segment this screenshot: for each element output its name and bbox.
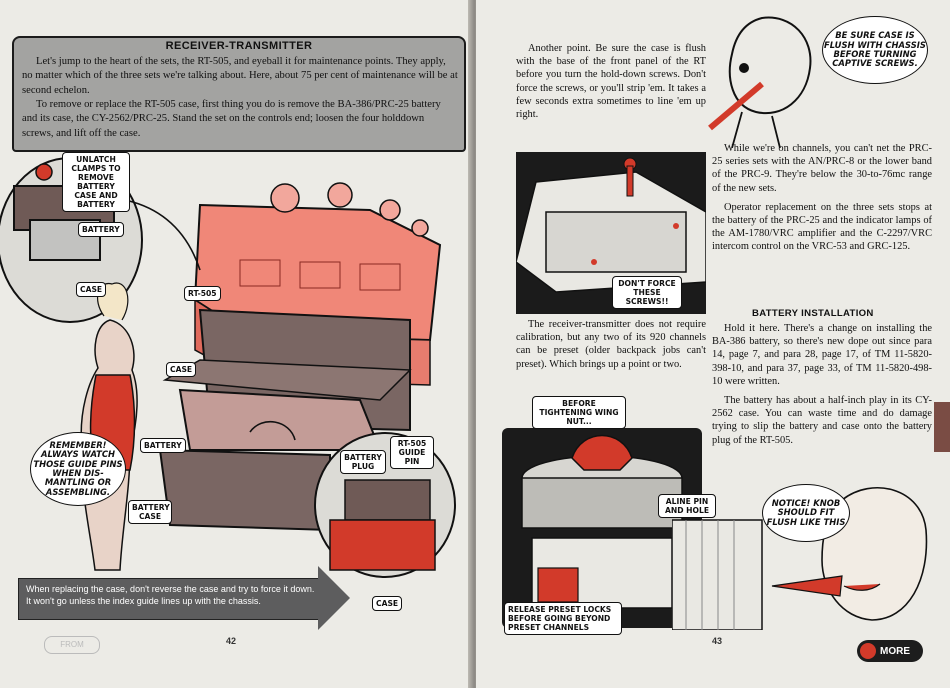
before-tightening-wing-nut-label: BEFORE TIGHTENING WING NUT... bbox=[532, 396, 626, 429]
page-number-left: 42 bbox=[226, 636, 237, 646]
case-bottom-label: CASE bbox=[372, 596, 403, 611]
intro-panel: RECEIVER-TRANSMITTER Let's jump to the h… bbox=[12, 36, 466, 152]
case-removal-paragraph: To remove or replace the RT-505 case, fi… bbox=[22, 99, 441, 139]
wing-nut-illustration bbox=[502, 428, 702, 628]
case-replacement-caption: When replacing the case, don't reverse t… bbox=[26, 584, 315, 606]
knob-flush-speech-bubble: NOTICE! KNOB SHOULD FIT FLUSH LIKE THIS bbox=[762, 484, 850, 542]
battery-plug-label: BATTERY PLUG bbox=[340, 450, 386, 474]
left-page: RECEIVER-TRANSMITTER Let's jump to the h… bbox=[0, 0, 472, 688]
column-right-1: While we're on channels, you can't net t… bbox=[712, 142, 932, 254]
radio-illustration bbox=[0, 157, 456, 578]
dont-force-screws-label: DON'T FORCE THESE SCREWS!! bbox=[612, 276, 682, 309]
flush-case-paragraph: Another point. Be sure the case is flush… bbox=[516, 43, 706, 121]
case-small-label: CASE bbox=[76, 282, 107, 297]
intro-paragraph: Let's jump to the heart of the sets, the… bbox=[22, 56, 458, 96]
battery-play-paragraph: The battery has about a half-inch play i… bbox=[712, 395, 932, 446]
battery-label: BATTERY bbox=[140, 438, 186, 453]
page-number-right: 43 bbox=[712, 636, 723, 646]
flush-case-speech-bubble: BE SURE CASE IS FLUSH WITH CHASSIS BEFOR… bbox=[822, 16, 928, 84]
channels-paragraph: While we're on channels, you can't net t… bbox=[712, 143, 932, 194]
from-nav-link[interactable]: FROM bbox=[44, 636, 100, 654]
column-right-2: Hold it here. There's a change on instal… bbox=[712, 322, 932, 447]
battery-small-label: BATTERY bbox=[78, 222, 124, 237]
receiver-transmitter-paragraph: The receiver-transmitter does not requir… bbox=[516, 319, 706, 370]
page-edge-tab bbox=[934, 402, 950, 452]
battery-case-label: BATTERY CASE bbox=[128, 500, 172, 524]
arrow-icon bbox=[860, 643, 876, 659]
aline-pin-and-hole-label: ALINE PIN AND HOLE bbox=[658, 494, 716, 518]
battery-change-paragraph: Hold it here. There's a change on instal… bbox=[712, 323, 932, 387]
mechanic-illustration bbox=[708, 16, 812, 148]
battery-installation-title: BATTERY INSTALLATION bbox=[752, 308, 874, 319]
operator-replacement-paragraph: Operator replacement on the three sets s… bbox=[712, 201, 932, 253]
column-top: Another point. Be sure the case is flush… bbox=[516, 42, 706, 121]
section-title: RECEIVER-TRANSMITTER bbox=[165, 40, 313, 52]
rt505-guide-pin-label: RT-505 GUIDE PIN bbox=[390, 436, 434, 469]
case-label: CASE bbox=[166, 362, 197, 377]
column-left-2: The receiver-transmitter does not requir… bbox=[516, 318, 706, 371]
more-button-label[interactable]: MORE bbox=[880, 646, 910, 657]
release-preset-locks-label: RELEASE PRESET LOCKS BEFORE GOING BEYOND… bbox=[504, 602, 622, 635]
rt505-label: RT-505 bbox=[184, 286, 221, 301]
caption-arrow bbox=[18, 578, 320, 620]
guide-pins-speech-bubble: REMEMBER! ALWAYS WATCH THOSE GUIDE PINS … bbox=[30, 432, 126, 506]
unlatch-clamps-label: UNLATCH CLAMPS TO REMOVE BATTERY CASE AN… bbox=[62, 152, 130, 212]
right-page: Another point. Be sure the case is flush… bbox=[476, 0, 950, 688]
caption-arrow-head bbox=[318, 566, 350, 630]
